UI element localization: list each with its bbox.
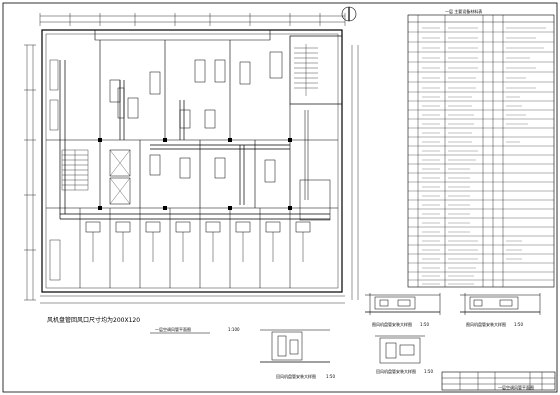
section-1-scale: 1:50 <box>420 322 429 327</box>
section-3-scale: 1:50 <box>326 374 335 379</box>
fan-coil-note: 风机盘管回风口尺寸均为200X120 <box>47 316 140 324</box>
floor-plan <box>24 13 359 304</box>
section-detail-1 <box>365 293 441 315</box>
title-block-drawing-name: 一层空调风管平面图 <box>498 384 534 390</box>
section-4-title: 回风机盘管安装大样图 <box>376 368 416 374</box>
section-2-title: 图风机盘管安装大样图 <box>466 321 506 327</box>
equipment-table: 一层 主要设备材料表 <box>407 8 555 288</box>
equipment-table-title: 一层 主要设备材料表 <box>445 8 482 14</box>
plan-scale: 1:100 <box>228 327 240 332</box>
section-detail-2 <box>460 293 541 315</box>
section-4-scale: 1:50 <box>424 369 433 374</box>
plan-title: 一层空调风管平面图 <box>155 326 191 332</box>
title-block <box>441 371 556 391</box>
section-2-scale: 1:50 <box>514 322 523 327</box>
section-detail-3 <box>260 329 330 363</box>
section-detail-4 <box>375 335 425 364</box>
section-3-title: 回风机盘管安装大样图 <box>276 373 316 379</box>
section-1-title: 图风机盘管安装大样图 <box>372 321 412 327</box>
north-arrow-icon <box>341 6 357 22</box>
